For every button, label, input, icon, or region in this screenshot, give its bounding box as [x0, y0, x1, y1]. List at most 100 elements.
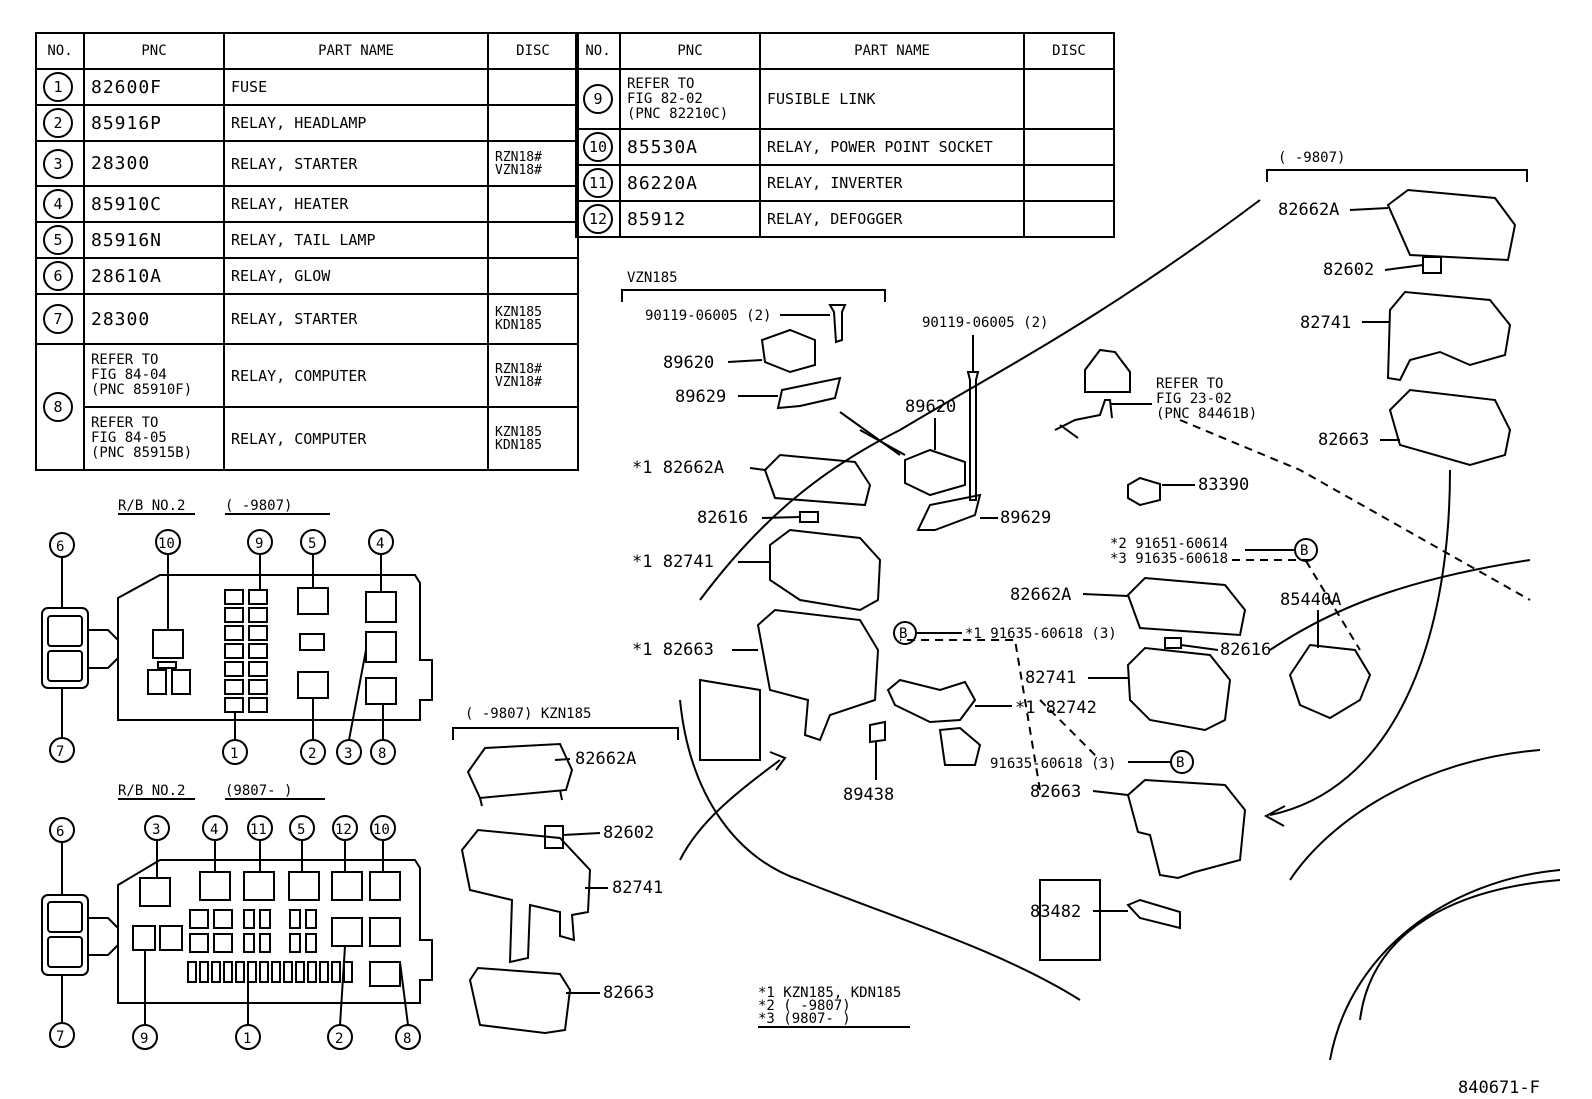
callout-number: 11: [583, 168, 613, 198]
rb-top-range: ( -9807): [225, 498, 292, 514]
table-row: 4 85910C RELAY, HEATER: [35, 185, 579, 223]
callout-number: 7: [43, 304, 73, 334]
fuse-array: [224, 589, 268, 713]
pnc-cell: 85912: [619, 200, 761, 238]
col-pnc: PNC: [619, 32, 761, 70]
table-row: 3 28300 RELAY, STARTER RZN18# VZN18#: [35, 140, 579, 187]
table-row: 9 REFER TO FIG 82-02 (PNC 82210C) FUSIBL…: [575, 68, 1115, 130]
pnc-cell: 85910C: [83, 185, 225, 223]
callout-3: 3: [344, 746, 352, 762]
footnote-1: *1 KZN185, KDN185: [758, 985, 901, 1001]
part-name-cell: RELAY, HEADLAMP: [223, 104, 489, 142]
figure-id: 840671-F: [1458, 1078, 1540, 1098]
callout-7: 7: [56, 744, 64, 760]
callout-10: 10: [373, 822, 390, 838]
label-89438: 89438: [843, 785, 894, 805]
label-82663-r: 82663: [1030, 782, 1081, 802]
part-name-cell: RELAY, TAIL LAMP: [223, 221, 489, 259]
label-82662a-r: 82662A: [1010, 585, 1071, 605]
callout-number: 5: [43, 225, 73, 255]
parts-table-right: NO. PNC PART NAME DISC 9 REFER TO FIG 82…: [575, 32, 1115, 238]
callout-7: 7: [56, 1029, 64, 1045]
pnc-cell: 28610A: [83, 257, 225, 295]
label-89620: 89620: [663, 353, 714, 373]
callout-number: 1: [43, 72, 73, 102]
pnc-cell: 85530A: [619, 128, 761, 166]
part-name-cell: FUSIBLE LINK: [759, 68, 1025, 130]
disc-cell: [1023, 200, 1115, 238]
label-82741-r: 82741: [1025, 668, 1076, 688]
callout-number: 12: [583, 204, 613, 234]
disc-cell: KZN185 KDN185: [487, 293, 579, 345]
label-82616-r: 82616: [1220, 640, 1271, 660]
label-82741: 82741: [612, 878, 663, 898]
table-header: NO. PNC PART NAME DISC: [35, 32, 579, 70]
label-83482: 83482: [1030, 902, 1081, 922]
callout-12: 12: [335, 822, 352, 838]
callout-1: 1: [230, 746, 238, 762]
table-row: 5 85916N RELAY, TAIL LAMP: [35, 221, 579, 259]
label-tr-82662a: 82662A: [1278, 200, 1339, 220]
label-note-3: *3 91635-60618: [1110, 551, 1228, 567]
col-part-name: PART NAME: [759, 32, 1025, 70]
kzn185-group: ( -9807) KZN185 82662A 82602 82741 82663: [452, 706, 679, 1035]
pnc-cell: 28300: [83, 140, 225, 187]
label-note-2: *2 91651-60614: [1110, 536, 1228, 552]
top-right-assembly: ( -9807) 82662A 82602 82741 82663: [1266, 150, 1528, 467]
callout-6: 6: [56, 824, 64, 840]
label-82602: 82602: [603, 823, 654, 843]
relay-block-top: R/B NO.2 ( -9807) 6 10: [41, 498, 433, 765]
disc-cell: [1023, 68, 1115, 130]
part-name-cell: RELAY, STARTER: [223, 293, 489, 345]
table-row: 7 28300 RELAY, STARTER KZN185 KDN185: [35, 293, 579, 345]
callout-number: 4: [43, 189, 73, 219]
col-part-name: PART NAME: [223, 32, 489, 70]
disc-cell: RZN18# VZN18#: [487, 140, 579, 187]
disc-cell: [487, 68, 579, 106]
label-bolt-2: 90119-06005 (2): [922, 315, 1048, 331]
callout-4: 4: [210, 822, 218, 838]
b-marker-2: B: [1300, 543, 1308, 559]
callout-8: 8: [378, 746, 386, 762]
part-name-cell: RELAY, GLOW: [223, 257, 489, 295]
table-row: 11 86220A RELAY, INVERTER: [575, 164, 1115, 202]
fuse-array: [187, 909, 353, 983]
col-no: NO.: [35, 32, 85, 70]
table-row: 6 28610A RELAY, GLOW: [35, 257, 579, 295]
col-no: NO.: [575, 32, 621, 70]
col-pnc: PNC: [83, 32, 225, 70]
parts-table-left: NO. PNC PART NAME DISC 1 82600F FUSE 2 8…: [35, 32, 579, 471]
pnc-cell: 86220A: [619, 164, 761, 202]
footnotes: *1 KZN185, KDN185 *2 ( -9807) *3 (9807- …: [758, 985, 910, 1028]
rb-bottom-range: (9807- ): [225, 783, 292, 799]
callout-8: 8: [403, 1031, 411, 1047]
pnc-cell: 85916N: [83, 221, 225, 259]
callout-11: 11: [250, 822, 267, 838]
vzn185-group: VZN185 90119-06005 (2) 89620 89629: [621, 270, 886, 410]
label-82663: 82663: [603, 983, 654, 1003]
callout-5: 5: [297, 822, 305, 838]
rb-top-title: R/B NO.2: [118, 498, 185, 514]
label-82663-c: *1 82663: [632, 640, 714, 660]
callout-5: 5: [308, 536, 316, 552]
callout-9: 9: [140, 1031, 148, 1047]
pnc-cell: 28300: [83, 293, 225, 345]
label-tr-82602: 82602: [1323, 260, 1374, 280]
table-row: 2 85916P RELAY, HEADLAMP: [35, 104, 579, 142]
col-disc: DISC: [1023, 32, 1115, 70]
part-name-cell: RELAY, POWER POINT SOCKET: [759, 128, 1025, 166]
b-marker: B: [899, 626, 907, 642]
part-name-cell: FUSE: [223, 68, 489, 106]
table-row: 10 85530A RELAY, POWER POINT SOCKET: [575, 128, 1115, 166]
label-82742: *1 82742: [1015, 698, 1097, 718]
label-82662a-c: *1 82662A: [632, 458, 724, 478]
label-89629: 89629: [675, 387, 726, 407]
callout-4: 4: [376, 536, 384, 552]
table-row: 8 REFER TO FIG 84-04 (PNC 85910F) RELAY,…: [35, 343, 579, 471]
callout-1: 1: [243, 1031, 251, 1047]
footnote-3: *3 (9807- ): [758, 1011, 851, 1027]
part-name-cell: RELAY, COMPUTER: [223, 343, 489, 408]
rb-bottom-title: R/B NO.2: [118, 783, 185, 799]
disc-cell: [487, 257, 579, 295]
callout-number: 9: [583, 84, 613, 114]
